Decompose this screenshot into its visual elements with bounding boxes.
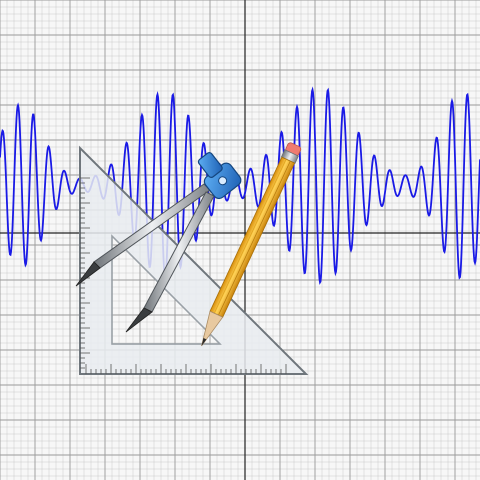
set-square-icon <box>79 145 309 375</box>
ruler-ticks-vertical <box>80 177 90 369</box>
compass-icon <box>75 152 242 333</box>
ruler-ticks-horizontal <box>85 364 287 374</box>
pencil-icon <box>201 142 302 347</box>
